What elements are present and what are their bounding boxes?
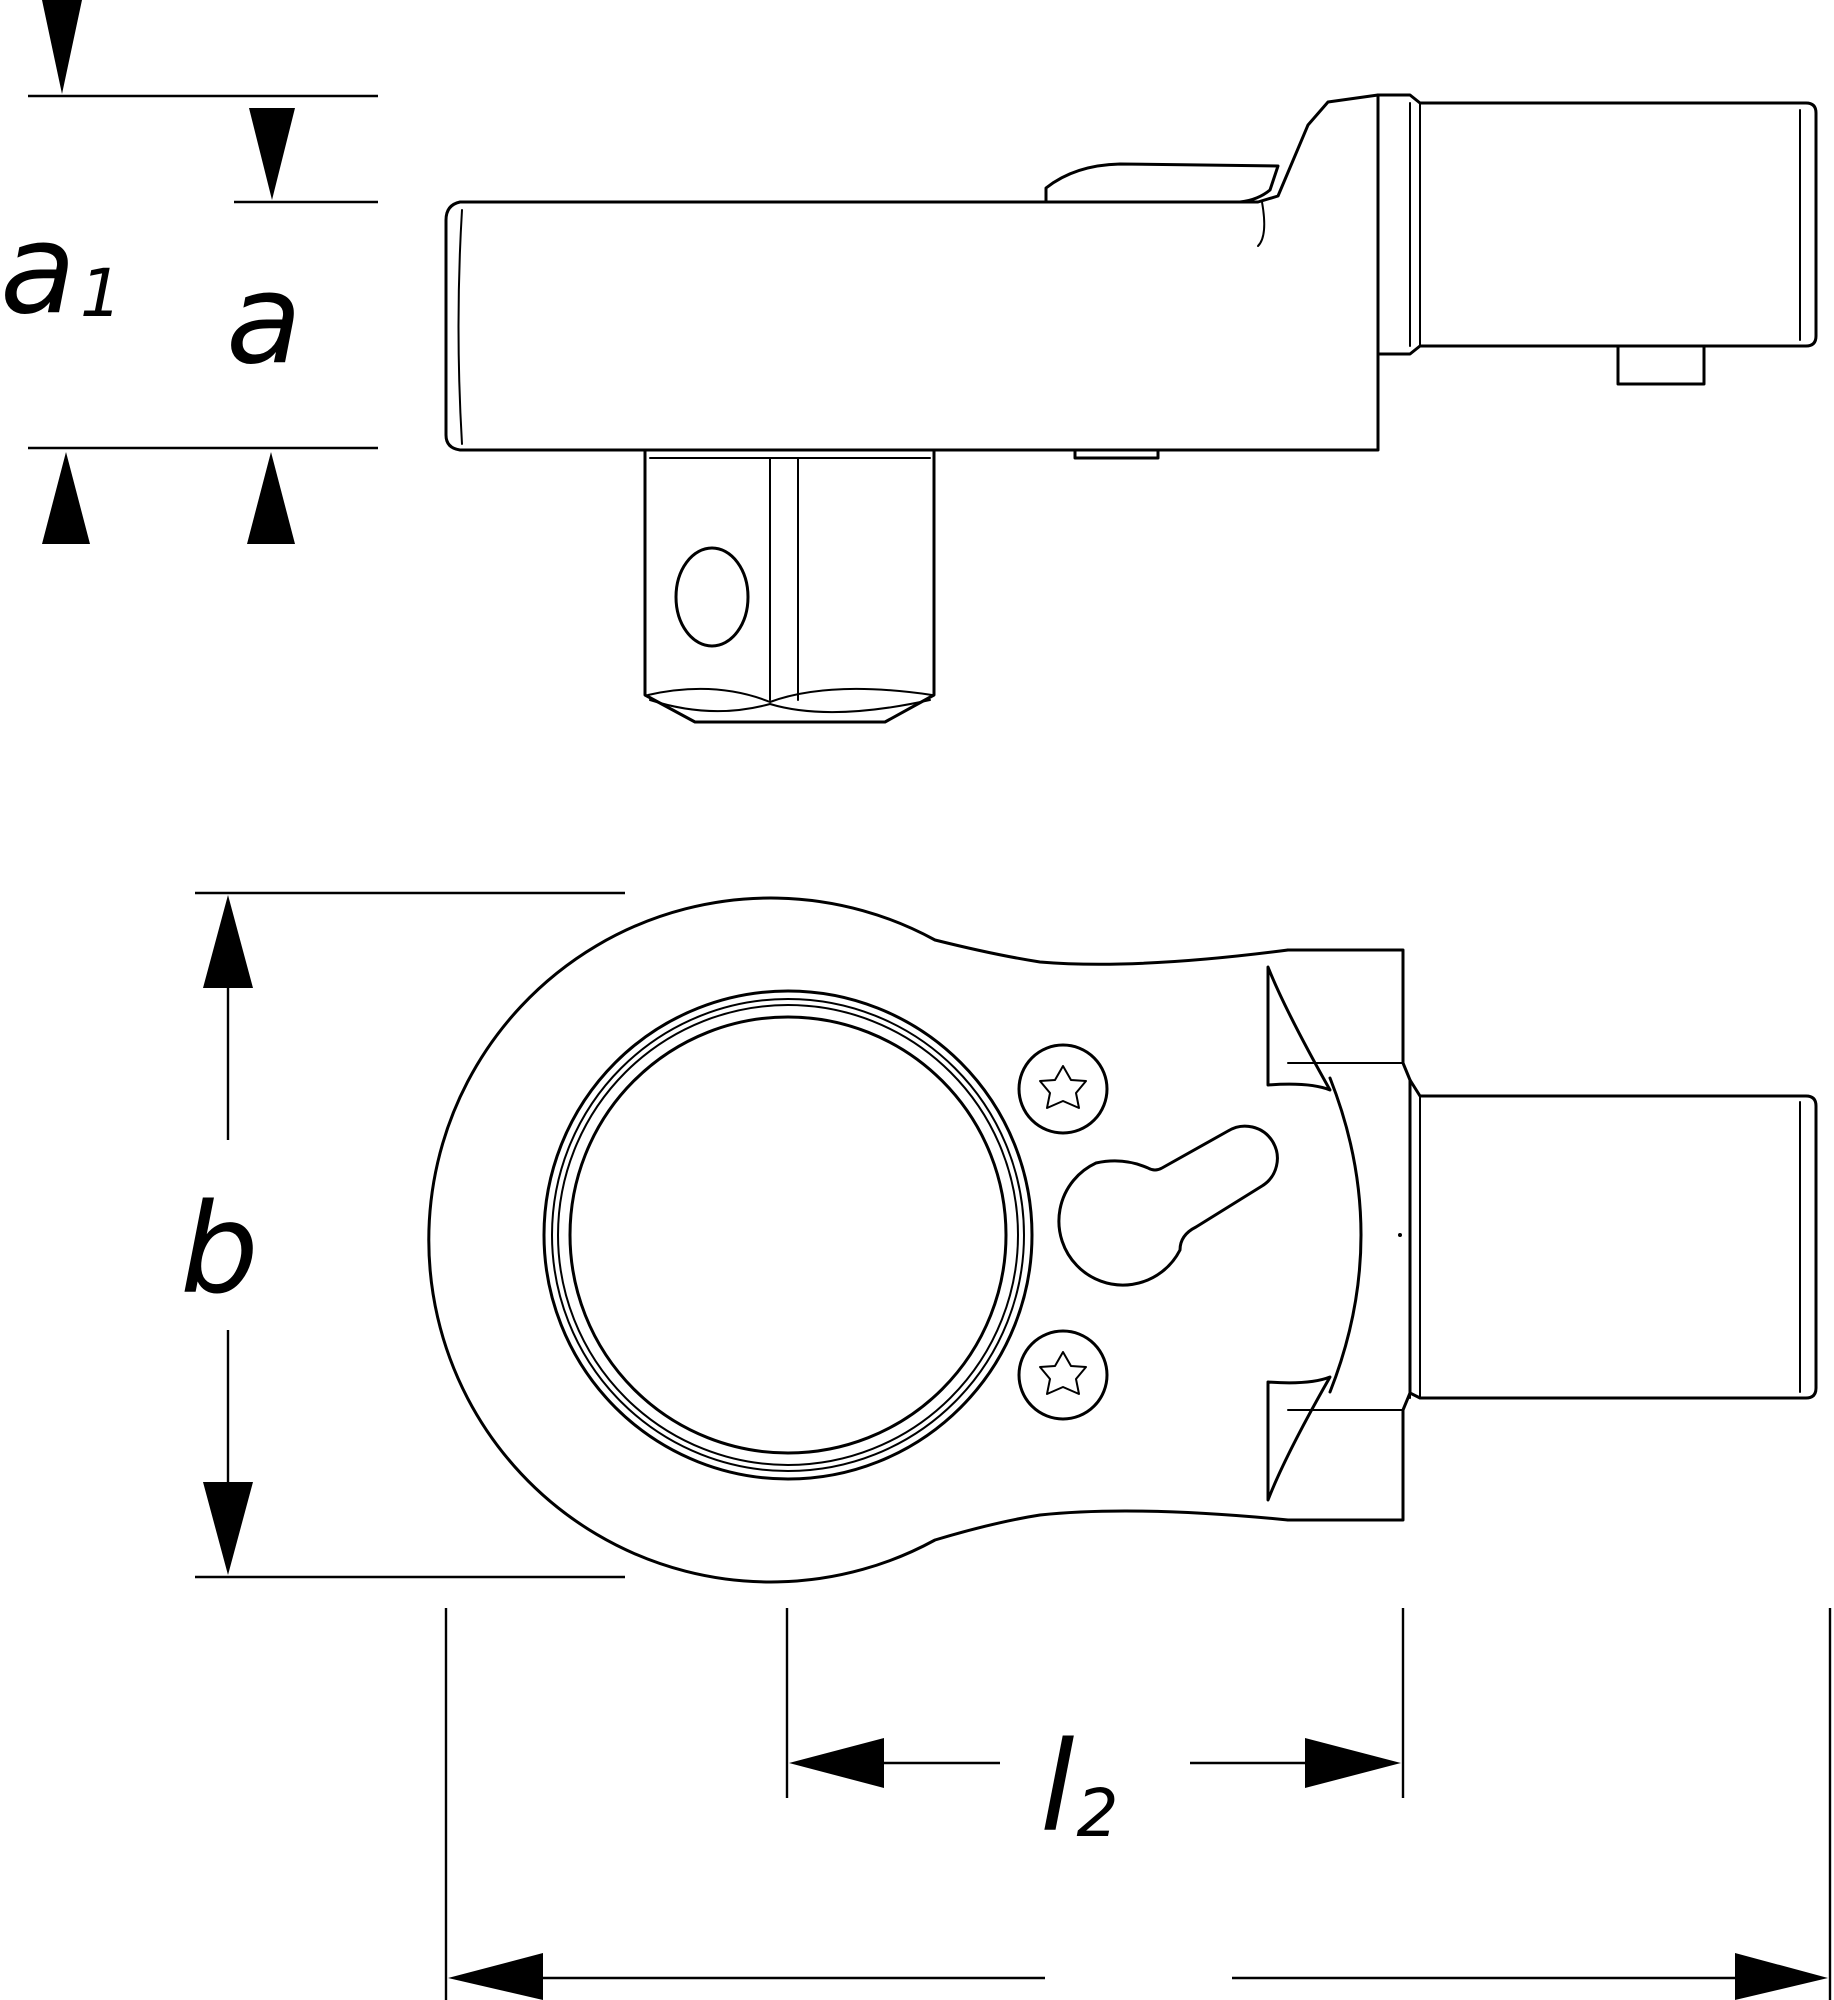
dimension-overall-length bbox=[444, 1608, 1832, 2000]
dimension-l2 bbox=[785, 1608, 1405, 1798]
dimension-a bbox=[28, 0, 378, 544]
label-a: a bbox=[226, 248, 302, 392]
label-b: b bbox=[180, 1178, 259, 1322]
side-view bbox=[444, 93, 1818, 724]
top-view bbox=[427, 896, 1818, 1584]
label-a1: a1 bbox=[0, 198, 122, 342]
label-l2: l2 bbox=[1040, 1716, 1118, 1860]
dimension-b bbox=[195, 891, 625, 1579]
